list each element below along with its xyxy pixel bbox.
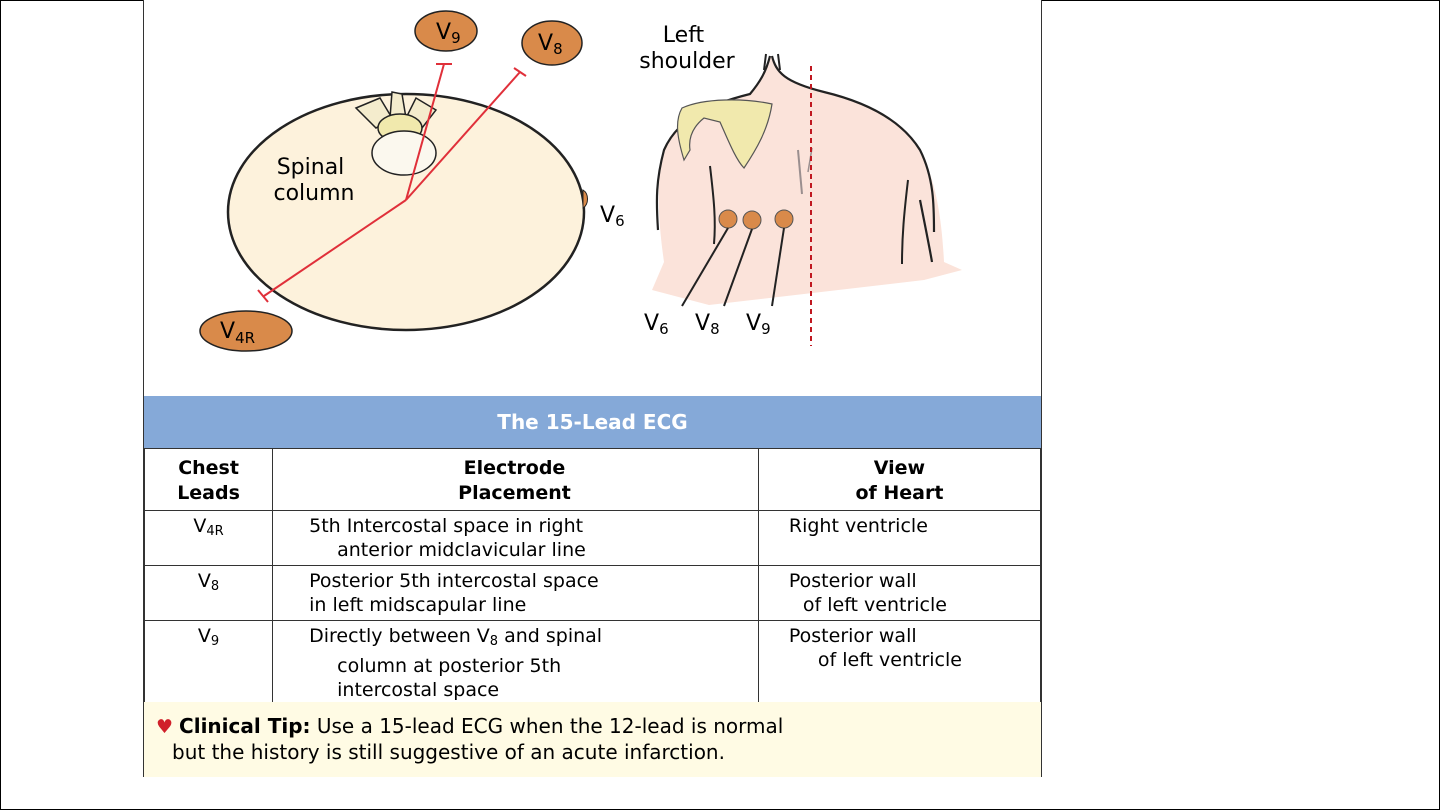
clinical-tip-heading: Clinical Tip: xyxy=(179,714,311,738)
lead-cell: V9 xyxy=(143,620,274,703)
heart-icon: ♥ xyxy=(156,716,174,738)
left-shoulder-label: Left shoulder xyxy=(639,23,735,74)
electrode-v8 xyxy=(521,20,583,66)
back-label-v8: V8 xyxy=(695,311,720,338)
electrode-v9 xyxy=(414,10,478,52)
clinical-tip-text: Use a 15-lead ECG when the 12-lead is no… xyxy=(310,714,784,738)
label-v4r: V4R xyxy=(220,319,255,347)
back-label-v9: V9 xyxy=(746,311,771,338)
back-electrode-v8 xyxy=(742,210,762,230)
vertebra-illustration xyxy=(354,91,438,176)
back-torso-illustration xyxy=(652,53,962,305)
back-label-v6: V6 xyxy=(644,311,669,338)
lead-placement-figure: V9 V8 V4R V6 Spinal column xyxy=(199,10,962,352)
spinal-column-label: Spinal column xyxy=(274,155,355,206)
label-v8: V8 xyxy=(538,31,563,58)
lead-cell: V8 xyxy=(143,565,274,621)
back-electrode-v9 xyxy=(774,209,794,229)
table-title: The 15-Lead ECG xyxy=(144,396,1041,448)
back-electrode-v6 xyxy=(718,209,738,229)
label-v9: V9 xyxy=(436,20,461,47)
chest-cross-section xyxy=(226,92,586,332)
electrode-v4r xyxy=(199,310,293,352)
lead-cell: V4R xyxy=(143,510,274,566)
clinical-tip-text-line2: but the history is still suggestive of a… xyxy=(172,740,725,764)
electrode-v6 xyxy=(582,189,588,209)
label-v6: V6 xyxy=(600,203,625,230)
clinical-tip: ♥Clinical Tip: Use a 15-lead ECG when th… xyxy=(144,702,1041,777)
view-cell: Right ventricle xyxy=(757,510,1042,566)
ecg-reference-panel: V9 V8 V4R V6 Spinal column xyxy=(143,0,1042,777)
